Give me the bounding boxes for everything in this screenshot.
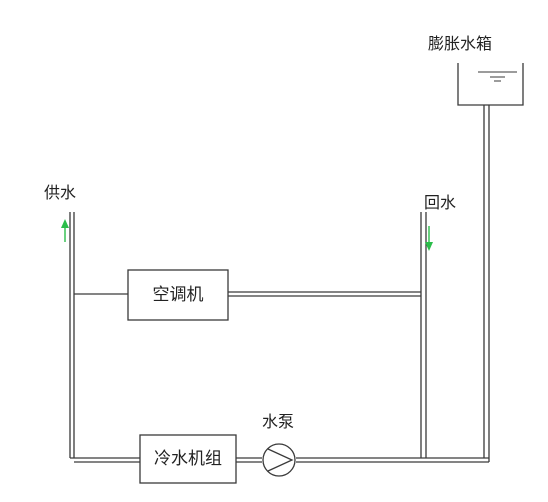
chiller-unit-box <box>139 434 237 484</box>
water-level-icon <box>478 71 517 82</box>
expansion-tank-label: 膨胀水箱 <box>428 34 493 53</box>
arrow-down-icon <box>425 226 433 251</box>
pump-icon <box>262 443 296 477</box>
return-water-label: 回水 <box>424 193 457 212</box>
expansion-tank <box>457 63 524 106</box>
air-handler-box <box>127 269 229 321</box>
air-handler-label: 空调机 <box>152 285 204 305</box>
water-pump-label: 水泵 <box>262 412 295 431</box>
chiller-unit-label: 冷水机组 <box>154 449 222 469</box>
arrow-up-icon <box>61 219 69 242</box>
supply-water-label: 供水 <box>44 183 77 202</box>
